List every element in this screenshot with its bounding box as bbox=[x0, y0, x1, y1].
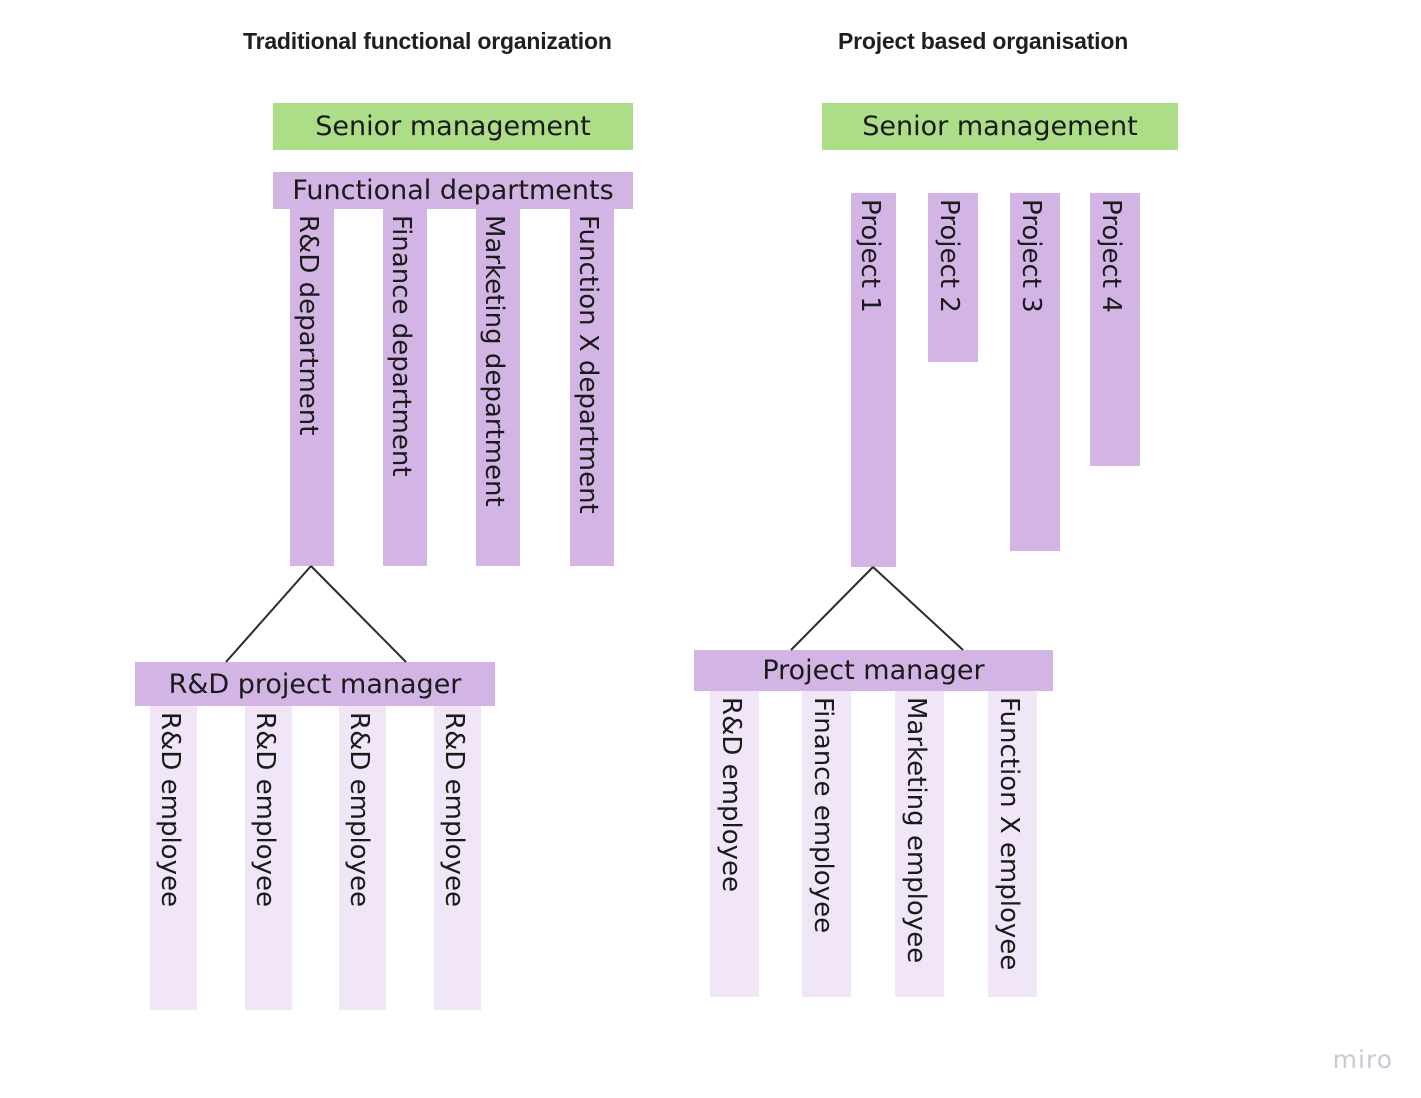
functional-departments-label: Functional departments bbox=[292, 175, 614, 206]
employee-column-rd: R&D employee bbox=[710, 691, 759, 997]
department-column-rd: R&D department bbox=[290, 209, 334, 566]
employee-column-rd-3-label: R&D employee bbox=[343, 712, 374, 907]
project-column-4: Project 4 bbox=[1090, 193, 1140, 466]
employee-column-rd-1: R&D employee bbox=[150, 706, 197, 1010]
connector-right-down-right bbox=[872, 566, 964, 651]
department-column-function-x-label: Function X department bbox=[573, 215, 603, 514]
project-column-2: Project 2 bbox=[928, 193, 978, 362]
department-column-marketing: Marketing department bbox=[476, 209, 520, 566]
connector-right-down-left bbox=[790, 566, 874, 651]
functional-departments-bar: Functional departments bbox=[273, 172, 633, 209]
senior-management-label-right: Senior management bbox=[862, 111, 1138, 142]
project-column-3-label: Project 3 bbox=[1016, 199, 1046, 313]
project-column-1: Project 1 bbox=[851, 193, 896, 567]
senior-management-label: Senior management bbox=[315, 111, 591, 142]
employee-column-rd-4-label: R&D employee bbox=[438, 712, 469, 907]
employee-column-function-x: Function X employee bbox=[988, 691, 1037, 997]
project-column-4-label: Project 4 bbox=[1096, 199, 1126, 313]
employee-column-finance: Finance employee bbox=[802, 691, 851, 997]
employee-column-rd-3: R&D employee bbox=[339, 706, 386, 1010]
project-manager-label: Project manager bbox=[762, 655, 985, 686]
connector-left-down-left bbox=[225, 565, 312, 663]
employee-column-marketing: Marketing employee bbox=[895, 691, 944, 997]
panel-title-traditional: Traditional functional organization bbox=[243, 28, 612, 54]
department-column-finance: Finance department bbox=[383, 209, 427, 566]
employee-column-rd-1-label: R&D employee bbox=[154, 712, 185, 907]
employee-column-rd-2-label: R&D employee bbox=[249, 712, 280, 907]
rd-project-manager-bar: R&D project manager bbox=[135, 662, 495, 706]
department-column-marketing-label: Marketing department bbox=[479, 215, 509, 507]
project-manager-bar: Project manager bbox=[694, 650, 1053, 691]
connector-left-down-right bbox=[310, 565, 407, 663]
senior-management-box-project-based: Senior management bbox=[822, 103, 1178, 150]
employee-column-rd-label: R&D employee bbox=[715, 697, 746, 892]
project-column-1-label: Project 1 bbox=[854, 199, 885, 313]
employee-column-finance-label: Finance employee bbox=[807, 697, 838, 934]
employee-column-function-x-label: Function X employee bbox=[993, 697, 1024, 971]
project-column-2-label: Project 2 bbox=[934, 199, 964, 313]
employee-column-marketing-label: Marketing employee bbox=[900, 697, 931, 964]
department-column-function-x: Function X department bbox=[570, 209, 614, 566]
department-column-finance-label: Finance department bbox=[386, 215, 416, 477]
miro-watermark: miro bbox=[1332, 1045, 1393, 1074]
employee-column-rd-4: R&D employee bbox=[434, 706, 481, 1010]
department-column-rd-label: R&D department bbox=[293, 215, 323, 436]
employee-column-rd-2: R&D employee bbox=[245, 706, 292, 1010]
rd-project-manager-label: R&D project manager bbox=[168, 668, 462, 700]
project-column-3: Project 3 bbox=[1010, 193, 1060, 551]
panel-title-project-based: Project based organisation bbox=[838, 28, 1129, 54]
senior-management-box-traditional: Senior management bbox=[273, 103, 633, 150]
